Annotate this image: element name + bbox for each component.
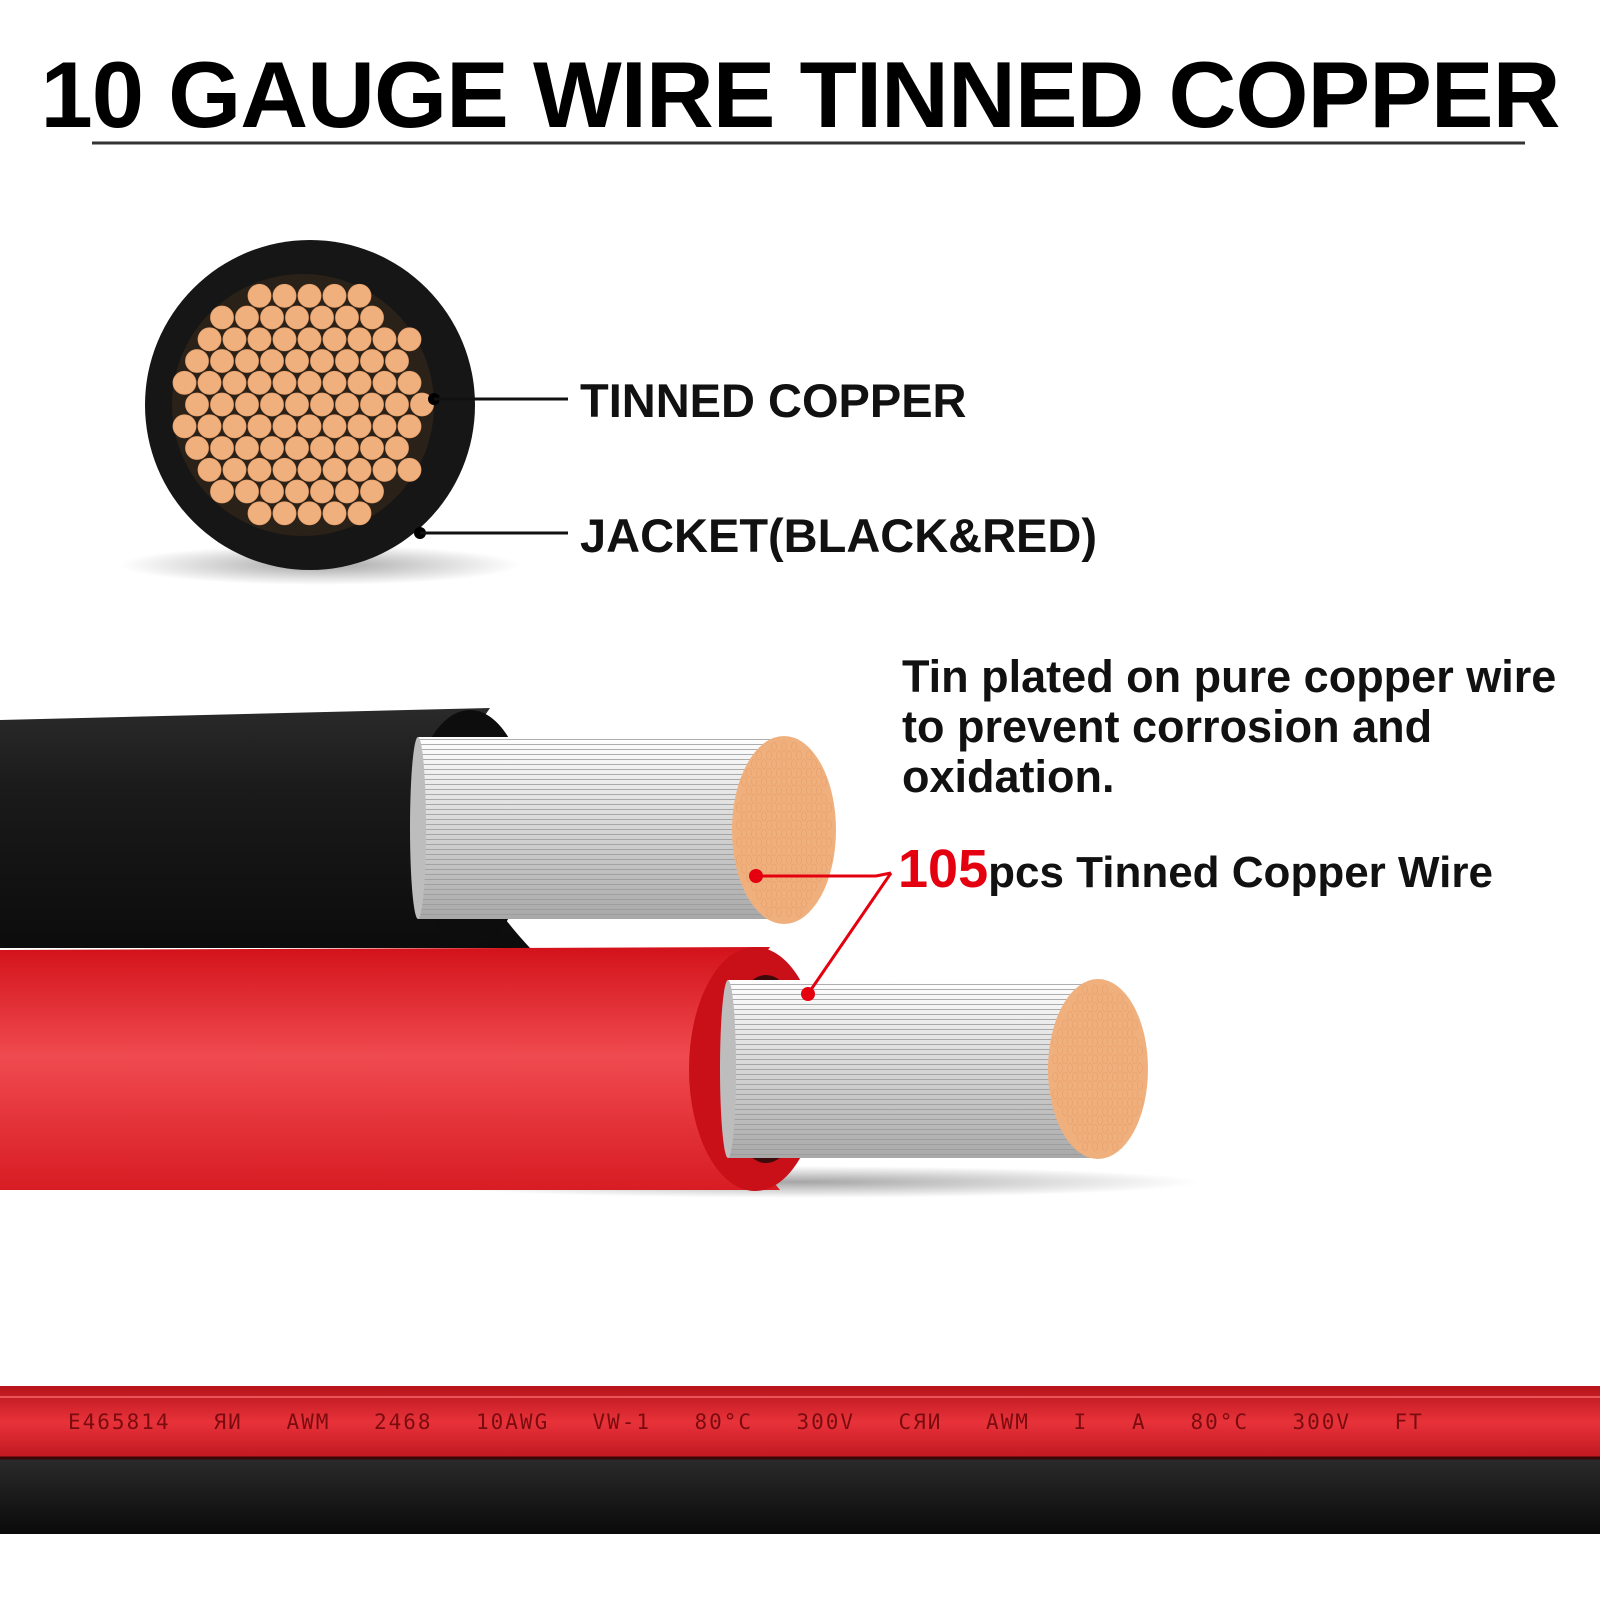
cable-print-word: ЯИ [214, 1410, 243, 1434]
cable-print-word: 80°C [695, 1410, 754, 1434]
cable-print-word: FT [1395, 1410, 1424, 1434]
cable-print-word: E465814 [68, 1410, 171, 1434]
jacket-label: JACKET(BLACK&RED) [580, 509, 1097, 562]
cable-print-text: E465814 ЯИ AWM 2468 10AWG VW-1 80°C 300V CЯИ AWM I… [68, 1410, 1424, 1434]
red-cable [0, 947, 1200, 1198]
cable-print-word: 10AWG [476, 1410, 549, 1434]
cable-print-word: 80°C [1191, 1410, 1250, 1434]
cable-print-word: A [1132, 1410, 1147, 1434]
copper-strands [172, 283, 434, 526]
cable-print-word: 2468 [374, 1410, 433, 1434]
cable-print-word: VW-1 [593, 1410, 652, 1434]
strand-count-number: 105 [898, 839, 989, 899]
black-cable [0, 708, 836, 948]
strand-count-callout: 105pcs Tinned Copper Wire [898, 842, 1493, 896]
cable-print-word: AWM [287, 1410, 331, 1434]
cable-print-word: CЯИ [899, 1410, 943, 1434]
cable-print-word: 300V [1293, 1410, 1352, 1434]
page-title: 10 GAUGE WIRE TINNED COPPER [40, 42, 1561, 147]
strand-count-leader [749, 869, 893, 1001]
strand-count-text: pcs Tinned Copper Wire [988, 848, 1493, 897]
cable-print-word: AWM [986, 1410, 1030, 1434]
twin-cable-band: E465814 ЯИ AWM 2468 10AWG VW-1 80°C 300V CЯИ AWM I… [0, 1386, 1600, 1534]
description-text: Tin plated on pure copper wire to preven… [902, 651, 1557, 802]
cable-print-word: 300V [797, 1410, 856, 1434]
tinned-copper-label: TINNED COPPER [580, 374, 967, 427]
cable-print-word: I [1074, 1410, 1089, 1434]
